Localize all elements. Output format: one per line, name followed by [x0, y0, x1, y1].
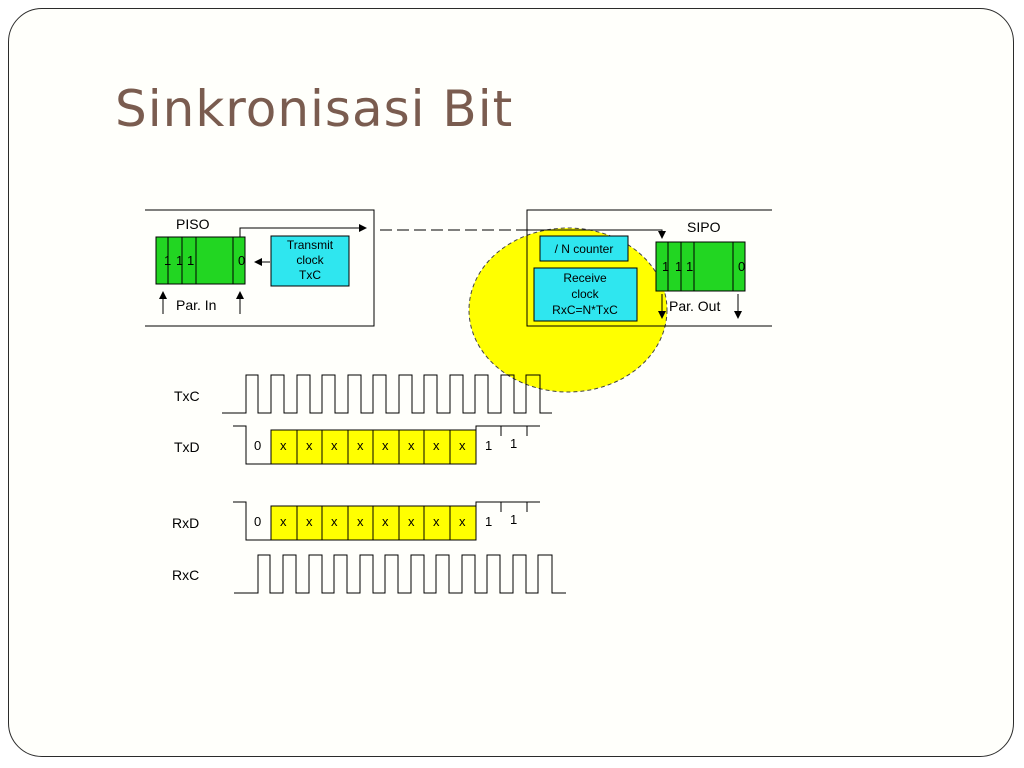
txd-bit: x	[459, 438, 466, 453]
sipo-bit: 1	[675, 259, 682, 274]
txd-bit: 1	[510, 436, 517, 451]
n-counter-box	[539, 235, 629, 262]
rxd-bit: x	[331, 514, 338, 529]
txd-bit: x	[382, 438, 389, 453]
rxd-bit: x	[280, 514, 287, 529]
rxc-waveform	[234, 554, 566, 594]
rxd-waveform: 0 x x x x x x x x 1 1	[233, 501, 540, 541]
transmit-clock-line: TxC	[299, 268, 321, 282]
receive-clock-line: clock	[571, 287, 599, 301]
slide-title: Sinkronisasi Bit	[115, 80, 514, 138]
piso-bit: 1	[176, 253, 183, 268]
sipo-label: SIPO	[687, 219, 721, 235]
receive-clock-box	[533, 267, 638, 322]
piso-bit: 1	[164, 253, 171, 268]
transmitter-block: PISO 1 1 1 0 Transmit clock TxC Par. In	[145, 209, 375, 327]
txd-label: TxD	[174, 439, 200, 455]
rxd-bit: x	[459, 514, 466, 529]
txd-bit: x	[280, 438, 287, 453]
rxd-bit: x	[357, 514, 364, 529]
sipo-bit: 1	[686, 259, 693, 274]
txd-bit: x	[331, 438, 338, 453]
receiver-block: SIPO 1 1 1 0 / N counter Receive clock R…	[526, 209, 772, 327]
rxc-label: RxC	[172, 567, 199, 583]
txd-bit: x	[357, 438, 364, 453]
sipo-register: 1 1 1 0	[655, 241, 746, 292]
rxd-bit: 1	[485, 514, 492, 529]
txd-bit: x	[408, 438, 415, 453]
rxd-label: RxD	[172, 515, 199, 531]
par-in-label: Par. In	[176, 297, 216, 313]
txd-bit: x	[306, 438, 313, 453]
transmit-clock-line: Transmit	[287, 238, 334, 252]
sipo-bit: 1	[662, 259, 669, 274]
rxd-bit: 1	[510, 512, 517, 527]
sipo-bit: 0	[738, 259, 745, 274]
n-counter-label: / N counter	[555, 242, 614, 256]
txc-waveform	[222, 374, 552, 414]
rxd-bit: x	[306, 514, 313, 529]
piso-register: 1 1 1 0	[155, 236, 246, 285]
par-out-label: Par. Out	[669, 298, 720, 314]
piso-label: PISO	[176, 216, 210, 232]
rxd-bit: 0	[254, 514, 261, 529]
rxd-bit: x	[408, 514, 415, 529]
transmit-clock-line: clock	[296, 253, 324, 267]
txd-bit: 1	[485, 438, 492, 453]
receive-clock-line: Receive	[563, 271, 607, 285]
rxd-bit: x	[433, 514, 440, 529]
slide-frame	[8, 8, 1014, 757]
piso-bit: 0	[238, 253, 245, 268]
txc-label: TxC	[174, 388, 200, 404]
piso-bit: 1	[187, 253, 194, 268]
txd-waveform: 0 x x x x x x x x 1 1	[233, 425, 540, 465]
receive-clock-line: RxC=N*TxC	[552, 303, 618, 317]
transmit-clock-box	[270, 235, 350, 287]
txd-bit: x	[433, 438, 440, 453]
txd-bit: 0	[254, 438, 261, 453]
rxd-bit: x	[382, 514, 389, 529]
